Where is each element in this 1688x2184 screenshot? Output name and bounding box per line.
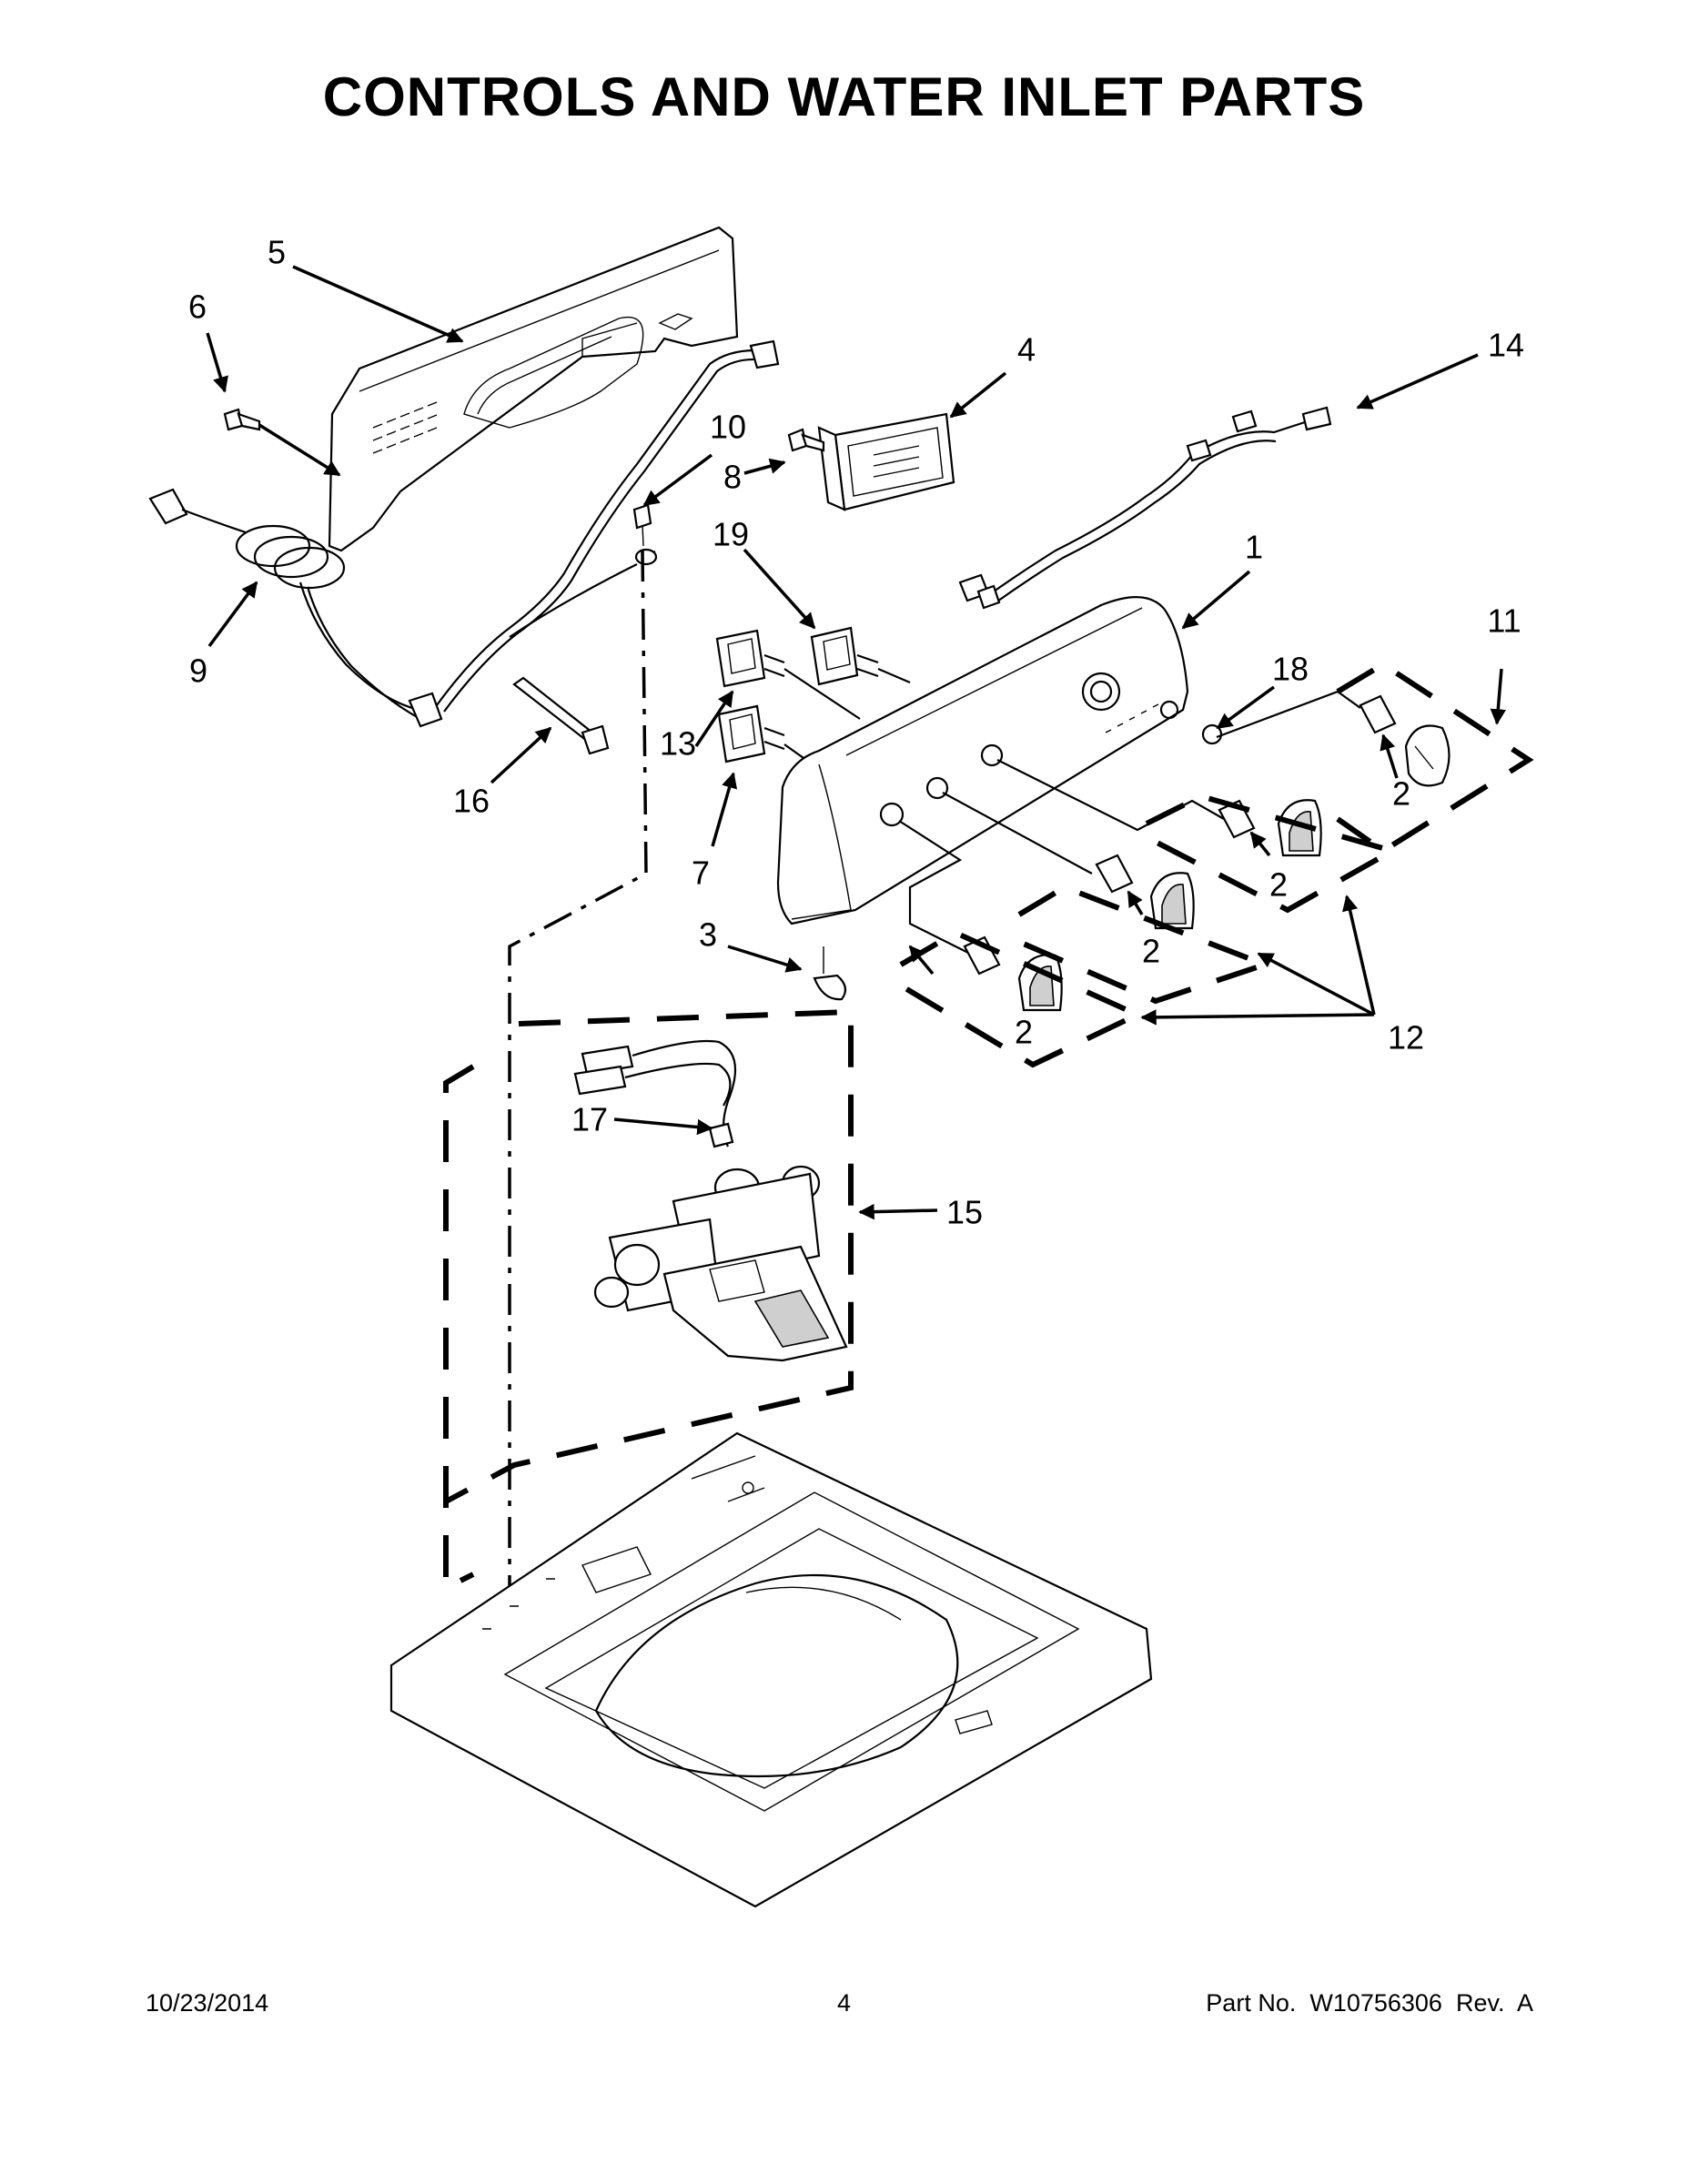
- footer-date: 10/23/2014: [146, 1989, 269, 2017]
- callout-9: 9: [189, 652, 207, 690]
- ground-screw-part: [632, 503, 652, 547]
- rear-control-panel-part: [328, 226, 739, 552]
- knob-kit-12-outline-b: [1017, 884, 1273, 1005]
- callout-8: 8: [723, 459, 742, 496]
- knob-assembly-11: [1359, 694, 1450, 787]
- callout-12: 12: [1388, 1019, 1424, 1057]
- knob-guide-line-2: [942, 792, 1093, 875]
- callout-2-b: 2: [1142, 933, 1160, 970]
- control-board-part: [817, 412, 955, 511]
- knob-guide-line-1: [898, 820, 984, 961]
- callout-3: 3: [699, 916, 717, 954]
- callout-5: 5: [268, 234, 286, 271]
- callout-2-d: 2: [1392, 775, 1410, 813]
- callout-4: 4: [1017, 331, 1036, 369]
- callout-7: 7: [692, 854, 710, 892]
- footer-part-number: Part No. W10756306 Rev. A: [1206, 1989, 1533, 2017]
- callout-13: 13: [660, 725, 696, 763]
- water-inlet-kit-outline: [444, 1008, 854, 1504]
- wire-harness-17-part: [573, 1039, 737, 1148]
- callout-14: 14: [1488, 327, 1524, 364]
- callout-19: 19: [713, 516, 749, 553]
- footer-page-number: 4: [836, 1989, 852, 2017]
- callout-2-a: 2: [1015, 1014, 1033, 1051]
- switch-part-19: [810, 626, 879, 686]
- callout-1: 1: [1245, 529, 1263, 566]
- callout-16: 16: [453, 783, 490, 820]
- callout-6: 6: [188, 288, 207, 326]
- callout-10: 10: [710, 409, 746, 446]
- cable-tie-part: [512, 676, 610, 755]
- knob-assembly-2: [1095, 854, 1195, 930]
- water-inlet-valve-part: [593, 1165, 848, 1362]
- control-console-part: [776, 596, 1189, 925]
- callout-2-c: 2: [1269, 866, 1288, 904]
- knob-kit-12-outline-a: [895, 929, 1145, 1068]
- knob-assembly-3: [1218, 799, 1322, 857]
- wire-harness-14-part: [958, 406, 1332, 610]
- washer-top-cabinet: [389, 1431, 1153, 1908]
- switch-part-13-lower: [717, 704, 785, 763]
- screw-part-6: [223, 408, 261, 431]
- callout-17: 17: [571, 1101, 608, 1138]
- callout-11: 11: [1487, 602, 1521, 640]
- callout-15: 15: [946, 1194, 983, 1231]
- callout-arrows: [206, 265, 1507, 1220]
- callout-labels: 1 2 2 2 2 3 4 5 6 7 8 9 10 11 12 13 14 1…: [188, 234, 1524, 1231]
- page-title: CONTROLS AND WATER INLET PARTS: [322, 66, 1366, 127]
- water-inlet-kit-outline-left: [443, 1064, 475, 1592]
- callout-18: 18: [1272, 651, 1309, 688]
- knob-kit-11-outline: [1336, 661, 1534, 854]
- knob-kit-12-outline-c: [1145, 793, 1400, 914]
- clip-part: [813, 946, 847, 1001]
- switch-part-13-upper: [715, 629, 785, 688]
- power-cord-part: [148, 488, 443, 728]
- ground-guide-line: [508, 550, 648, 1670]
- screw-part-8: [787, 428, 825, 452]
